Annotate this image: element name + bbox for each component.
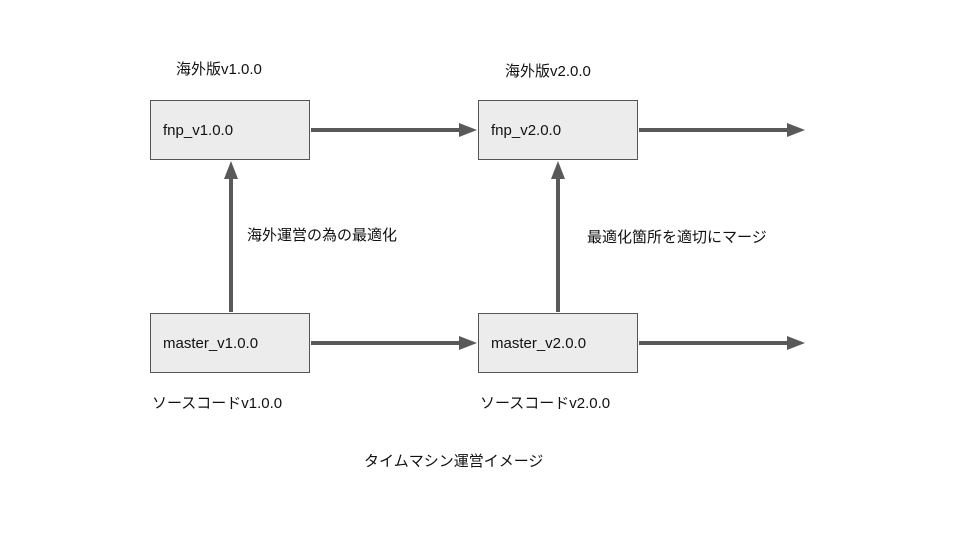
node-master-v1: master_v1.0.0	[150, 313, 310, 373]
caption-fnp-v2: 海外版v2.0.0	[505, 63, 591, 80]
caption-master-v2: ソースコードv2.0.0	[480, 395, 611, 412]
caption-master-v1: ソースコードv1.0.0	[152, 395, 283, 412]
node-fnp-v1-label: fnp_v1.0.0	[163, 121, 234, 139]
arrow-master-v1-to-fnp-v1	[224, 161, 238, 312]
edge-label-merge: 最適化箇所を適切にマージ	[587, 229, 767, 246]
node-fnp-v2: fnp_v2.0.0	[478, 100, 638, 160]
node-master-v1-label: master_v1.0.0	[163, 334, 259, 352]
node-fnp-v2-label: fnp_v2.0.0	[491, 121, 562, 139]
caption-fnp-v1: 海外版v1.0.0	[176, 61, 262, 78]
node-master-v2: master_v2.0.0	[478, 313, 638, 373]
node-fnp-v1: fnp_v1.0.0	[150, 100, 310, 160]
diagram-title: タイムマシン運営イメージ	[364, 453, 544, 470]
edge-label-optimization: 海外運営の為の最適化	[247, 227, 398, 244]
arrow-master-v2-to-right	[639, 336, 805, 350]
node-master-v2-label: master_v2.0.0	[491, 334, 587, 352]
arrow-master-v1-to-master-v2	[311, 336, 477, 350]
arrow-fnp-v1-to-fnp-v2	[311, 123, 477, 137]
arrow-master-v2-to-fnp-v2	[551, 161, 565, 312]
arrow-fnp-v2-to-right	[639, 123, 805, 137]
